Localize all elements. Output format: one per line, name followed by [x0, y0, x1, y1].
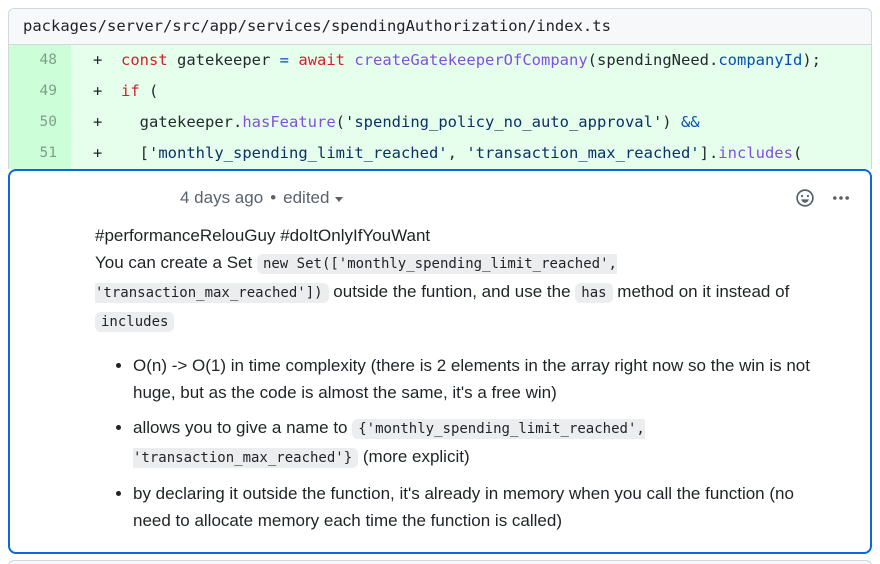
file-header: packages/server/src/app/services/spendin… [9, 9, 871, 45]
line-code: + gatekeeper.hasFeature('spending_policy… [93, 113, 700, 131]
diff-block: 48 + const gatekeeper = await createGatek… [9, 45, 871, 169]
diff-line: 49 + if ( [9, 76, 871, 107]
comment-paragraph: #performanceRelouGuy #doItOnlyIfYouWant [95, 226, 431, 245]
smiley-icon [796, 189, 814, 207]
diff-thread-box: packages/server/src/app/services/spendin… [8, 8, 872, 169]
reply-form-strip[interactable] [8, 560, 872, 564]
emoji-reaction-button[interactable] [794, 187, 816, 209]
inline-code: includes [95, 312, 175, 332]
comment-card: 4 days ago • edited [8, 169, 872, 554]
list-item: O(n) -> O(1) in time complexity (there i… [133, 352, 825, 406]
line-code: + const gatekeeper = await createGatekee… [93, 51, 821, 69]
comment-bullet-list: O(n) -> O(1) in time complexity (there i… [95, 352, 825, 534]
diff-line: 48 + const gatekeeper = await createGatek… [9, 45, 871, 76]
comment-header: 4 days ago • edited [10, 171, 870, 209]
diff-line: 50 + gatekeeper.hasFeature('spending_poli… [9, 107, 871, 138]
diff-addition-sign: + [93, 113, 103, 131]
kebab-menu-button[interactable] [830, 187, 852, 209]
inline-code: {'monthly_spending_limit_reached', 'tran… [133, 419, 645, 468]
comment-actions [794, 187, 852, 209]
diff-addition-sign: + [93, 82, 103, 100]
edited-dropdown-button[interactable]: edited [283, 188, 344, 208]
comment-timestamp[interactable]: 4 days ago [180, 188, 264, 207]
chevron-down-icon [335, 196, 344, 202]
file-path-link[interactable]: packages/server/src/app/services/spendin… [23, 17, 611, 35]
diff-addition-sign: + [93, 51, 103, 69]
diff-addition-sign: + [93, 144, 103, 162]
list-item: by declaring it outside the function, it… [133, 480, 825, 534]
diff-line: 51 + ['monthly_spending_limit_reached', '… [9, 138, 871, 169]
comment-meta: 4 days ago • edited [180, 188, 344, 208]
line-number[interactable]: 48 [9, 45, 71, 76]
comment-paragraph: You can create a Set new Set(['monthly_s… [95, 253, 790, 332]
line-code: + ['monthly_spending_limit_reached', 'tr… [93, 144, 803, 162]
line-code: + if ( [93, 82, 159, 100]
meta-separator: • [270, 188, 277, 207]
inline-code: has [575, 283, 613, 303]
line-number[interactable]: 50 [9, 107, 71, 138]
inline-code: new Set(['monthly_spending_limit_reached… [95, 254, 617, 303]
line-number[interactable]: 49 [9, 76, 71, 107]
line-number[interactable]: 51 [9, 138, 71, 169]
kebab-icon [832, 189, 850, 207]
edited-label: edited [283, 188, 330, 207]
list-item: allows you to give a name to {'monthly_s… [133, 414, 825, 472]
